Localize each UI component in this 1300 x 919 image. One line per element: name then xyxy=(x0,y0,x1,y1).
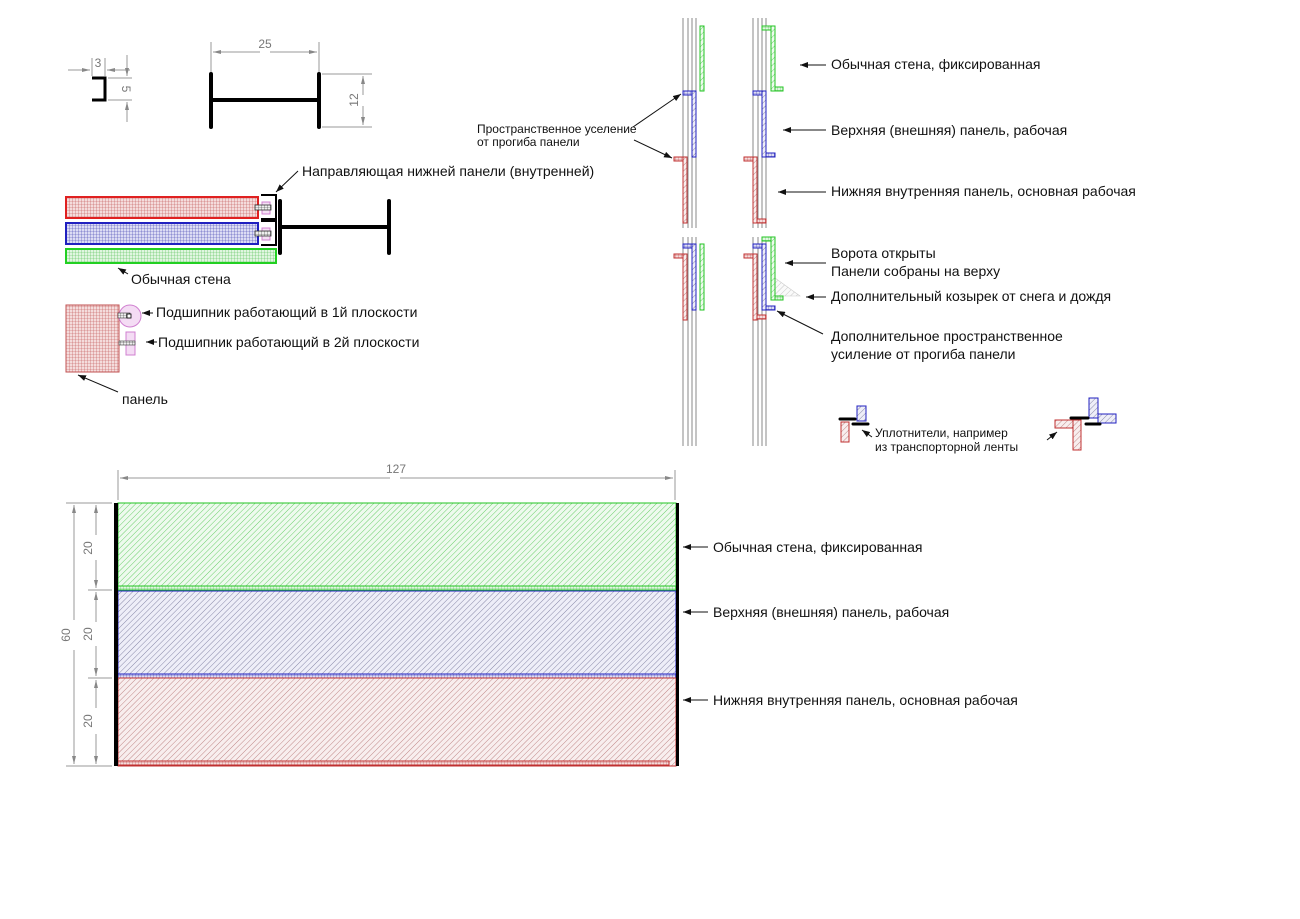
front-label-wall: Обычная стена, фиксированная xyxy=(713,539,923,555)
seals-detail: Уплотнители, например из транспорторной … xyxy=(838,397,1117,454)
front-lower-panel xyxy=(117,677,677,767)
ibeam-profile: 25 12 xyxy=(209,37,372,129)
lower-panel-section xyxy=(65,196,259,219)
extra-reinforcement-label-1: Дополнительное пространственное xyxy=(831,328,1063,344)
closed-label-wall: Обычная стена, фиксированная xyxy=(831,56,1041,72)
open-label-1: Ворота открыты xyxy=(831,245,936,261)
guide-label: Направляющая нижней панели (внутренней) xyxy=(302,163,594,179)
seals-label-2: из транспорторной ленты xyxy=(875,440,1018,454)
front-wall-panel xyxy=(117,502,677,592)
front-total-height-label: 60 xyxy=(59,628,73,642)
section-height-label: 20 xyxy=(81,714,95,728)
side-view-closed: Пространственное уселение от прогиба пан… xyxy=(477,18,1136,228)
wall-section xyxy=(65,248,277,264)
open-label-2: Панели собраны на верху xyxy=(831,263,1000,279)
wall-label: Обычная стена xyxy=(131,271,231,287)
panel-square xyxy=(65,304,120,373)
ibeam-width-label: 25 xyxy=(258,37,272,51)
channel-profile: 3 5 xyxy=(68,55,133,122)
panel-label: панель xyxy=(122,391,168,407)
channel-height-label: 5 xyxy=(119,86,133,93)
channel-shape xyxy=(92,76,107,102)
extra-reinforcement-label-2: усиление от прогиба панели xyxy=(831,346,1016,362)
front-label-lower: Нижняя внутренняя панель, основная рабоч… xyxy=(713,692,1018,708)
closed-label-lower: Нижняя внутренняя панель, основная рабоч… xyxy=(831,183,1136,199)
right-post xyxy=(676,503,679,766)
left-post xyxy=(114,503,118,766)
closed-label-upper: Верхняя (внешняя) панель, рабочая xyxy=(831,122,1067,138)
bearing2-label: Подшипник работающий в 2й плоскости xyxy=(158,334,419,350)
bearing-detail: Подшипник работающий в 1й плоскости Подш… xyxy=(65,304,419,407)
guide-channel xyxy=(261,194,277,220)
seals-label-1: Уплотнители, например xyxy=(875,426,1008,440)
front-upper-panel xyxy=(117,590,677,679)
ibeam-height-label: 12 xyxy=(347,93,361,107)
side-view-open: Ворота открыты Панели собраны на верху Д… xyxy=(673,236,1111,446)
visor-label: Дополнительный козырек от снега и дождя xyxy=(831,288,1111,304)
front-width-label: 127 xyxy=(386,462,406,476)
channel-width-label: 3 xyxy=(95,56,102,70)
front-label-upper: Верхняя (внешняя) панель, рабочая xyxy=(713,604,949,620)
guide-channel xyxy=(261,220,277,246)
front-view: 127 60 20 20 20 Обычная стена, фиксирова… xyxy=(59,462,1018,767)
reinforcement-label-1: Пространственное уселение xyxy=(477,122,637,136)
section-height-label: 20 xyxy=(81,627,95,641)
upper-panel-section xyxy=(65,222,259,245)
panels-cross-section: Направляющая нижней панели (внутренней) … xyxy=(65,163,594,287)
visor-shape xyxy=(774,277,801,297)
section-height-label: 20 xyxy=(81,541,95,555)
reinforcement-label-2: от прогиба панели xyxy=(477,135,580,149)
bearing1-label: Подшипник работающий в 1й плоскости xyxy=(156,304,417,320)
